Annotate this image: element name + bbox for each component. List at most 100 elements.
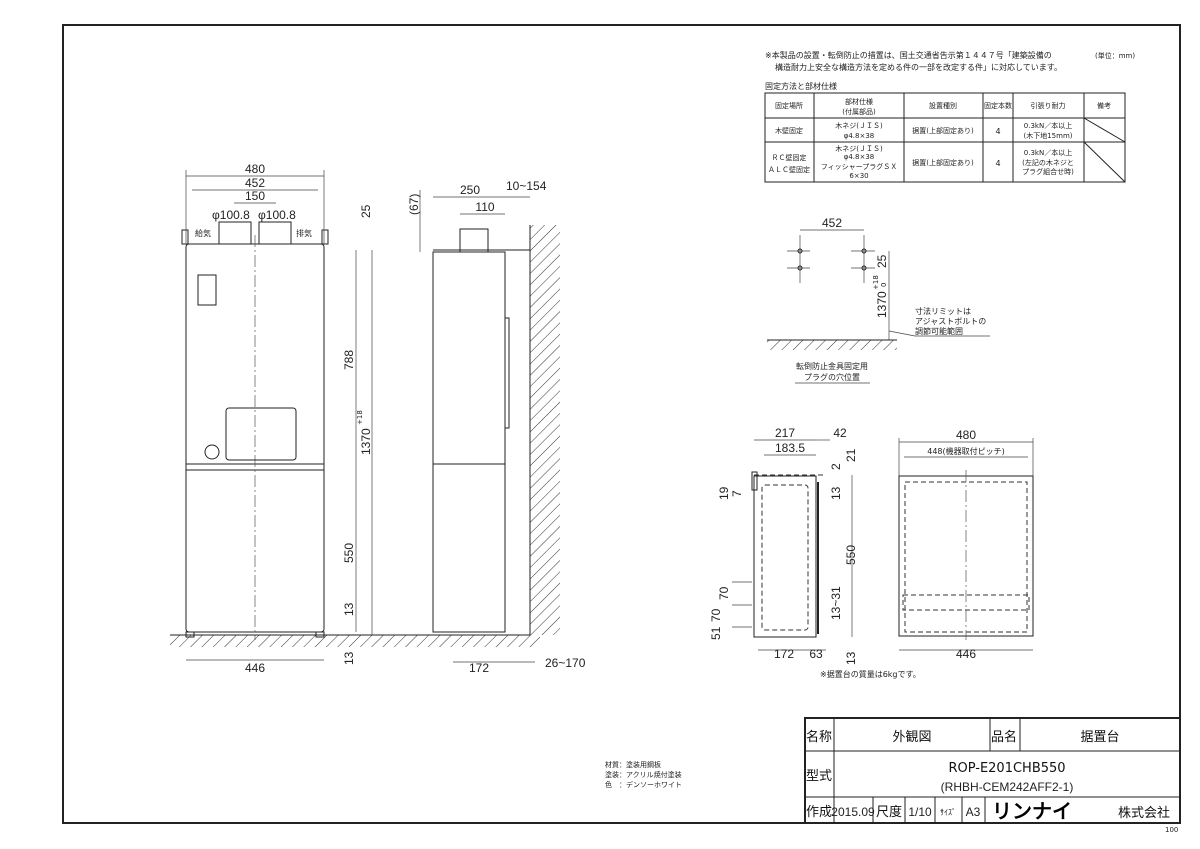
stand-dim-19: 19 [717, 486, 731, 500]
dim-diameter-exhaust: φ100.8 [258, 208, 296, 222]
stand-front-dim-448: 448(機器取付ピッチ) [927, 446, 1005, 456]
row2-strength: 0.3kN／本以上 [1024, 148, 1072, 157]
row2-place-rc: ＲＣ壁固定 [772, 153, 807, 162]
material-note: 材質：塗装用鋼板 [605, 760, 661, 769]
header-count: 固定本数 [984, 101, 1012, 110]
stand-front-dim-446: 446 [956, 647, 976, 661]
regulation-note-line2: 構造耐力上安全な構造方法を定める件の一部を改定する件」に対応しています。 [775, 62, 1062, 72]
row1-strength: 0.3kN／本以上 [1024, 121, 1072, 130]
dim-550: 550 [342, 543, 356, 563]
dim-1370: 1370 [359, 428, 373, 455]
product-value: 据置台 [1080, 730, 1119, 745]
side-view: 250 110 10~154 (67) 172 26~170 [407, 179, 586, 675]
product-label: 品名 [991, 729, 1017, 745]
stand-dim-63: 63 [809, 647, 823, 661]
coating-note: 塗装：アクリル焼付塗装 [605, 770, 682, 779]
fixing-table-title: 固定方法と部材仕様 [765, 81, 837, 91]
model-sub-value: (RHBH-CEM242AFF2-1) [941, 780, 1074, 794]
scale-value: 1/10 [908, 805, 932, 819]
row2-strength-note1: (左記の木ネジと [1022, 158, 1074, 167]
dim-13: 13 [342, 602, 356, 616]
plug-dim-452: 452 [822, 216, 842, 230]
regulation-notes: ※本製品の設置・転倒防止の措置は、国土交通省告示第１４４７号「建築設備の 構造耐… [765, 50, 1135, 91]
limit-note-line1: 寸法リミットは [915, 306, 971, 316]
dim-480: 480 [245, 162, 265, 176]
company-suffix: 株式会社 [1118, 805, 1170, 821]
plug-dim-25: 25 [875, 254, 889, 268]
limit-note-line3: 調節可能範囲 [915, 326, 963, 336]
stand-dim-550: 550 [844, 545, 858, 565]
row2-place-alc: ＡＬＣ壁固定 [768, 165, 810, 174]
dim-diameter-intake: φ100.8 [212, 208, 250, 222]
row2-spec-size: φ4.8×38 [844, 153, 875, 161]
color-note: 色 ：デンソーホワイト [605, 780, 682, 789]
stand-side-view: 217 183.5 42 21 2 19 7 13 550 13~31 70 7… [709, 426, 921, 679]
front-view: 480 452 150 φ100.8 φ100.8 給気 排気 25 788 1… [170, 162, 540, 675]
dim-250: 250 [460, 183, 480, 197]
row2-type: 据置(上部固定あり) [912, 158, 974, 167]
stand-dim-183-5: 183.5 [775, 441, 805, 455]
dim-1370-tolerance: +18 [356, 410, 364, 425]
stand-dim-21: 21 [844, 448, 858, 462]
stand-dim-2: 2 [829, 463, 843, 470]
dim-25: 25 [359, 204, 373, 218]
row1-place: 木壁固定 [775, 126, 803, 135]
material-notes: 材質：塗装用鋼板 塗装：アクリル焼付塗装 色 ：デンソーホワイト [605, 760, 682, 789]
scale-label: 尺度 [876, 804, 902, 820]
stand-dim-13-31: 13~31 [829, 586, 843, 620]
intake-label: 給気 [195, 228, 211, 238]
dim-150: 150 [245, 189, 265, 203]
limit-note-line2: アジャストボルトの [915, 317, 986, 326]
dim-172: 172 [469, 661, 489, 675]
sheet-border [62, 24, 1181, 824]
header-spec-sub: (付属部品) [842, 107, 876, 116]
size-value: A3 [966, 805, 981, 819]
plug-caption-line2: プラグの穴位置 [804, 372, 860, 382]
plug-hole-detail: 452 25 1370 +18 0 寸法リミットは アジャストボルトの 調節可能… [767, 216, 990, 384]
name-value: 外観図 [892, 730, 931, 745]
stand-dim-172: 172 [774, 647, 794, 661]
dim-110: 110 [475, 200, 494, 214]
header-spec: 部材仕様 [845, 97, 873, 106]
model-value: ROP-E201CHB550 [948, 761, 1065, 776]
plug-dim-tolerance: +18 [872, 275, 880, 290]
header-type: 設置種別 [929, 101, 957, 110]
stand-dim-42: 42 [833, 426, 847, 440]
sheet-number: 100 [1165, 826, 1178, 834]
stand-front-dim-480: 480 [956, 428, 976, 442]
dim-788: 788 [342, 350, 356, 370]
stand-dim-7: 7 [730, 490, 744, 497]
plug-dim-tolerance-lower: 0 [880, 283, 888, 287]
name-label: 名称 [806, 729, 832, 745]
header-place: 固定場所 [775, 101, 803, 110]
header-strength: 引張り耐力 [1031, 101, 1066, 110]
dim-26-170: 26~170 [545, 656, 586, 670]
dim-446: 446 [245, 661, 265, 675]
created-value: 2015.09 [831, 805, 875, 819]
regulation-note-line1: ※本製品の設置・転倒防止の措置は、国土交通省告示第１４４７号「建築設備の [765, 50, 1052, 60]
row2-count: 4 [995, 159, 1000, 168]
row1-type: 据置(上部固定あり) [912, 126, 974, 135]
dim-13-bottom: 13 [342, 651, 356, 665]
model-label: 型式 [806, 769, 832, 784]
stand-weight-note: ※据置台の質量は6kgです。 [820, 669, 921, 679]
stand-front-view: 480 448(機器取付ピッチ) 446 [898, 428, 1034, 661]
row2-spec: 木ネジ(ＪＩＳ) [835, 144, 883, 153]
row2-spec-plug-size: 6×30 [849, 172, 868, 180]
stand-dim-217: 217 [775, 426, 795, 440]
unit-note: (単位：mm) [1095, 51, 1135, 60]
dim-452: 452 [245, 176, 265, 190]
plug-caption-line1: 転倒防止金具固定用 [796, 361, 868, 371]
fixing-table: 固定場所 部材仕様 (付属部品) 設置種別 固定本数 引張り耐力 備考 木壁固定… [764, 92, 1126, 183]
row1-count: 4 [995, 127, 1000, 136]
stand-dim-13: 13 [829, 486, 843, 500]
title-block: 名称 外観図 品名 据置台 型式 ROP-E201CHB550 (RHBH-CE… [804, 717, 1181, 824]
row1-strength-note: (木下地15mm) [1023, 131, 1072, 140]
dim-67: (67) [407, 194, 421, 215]
header-remarks: 備考 [1097, 101, 1111, 110]
stand-dim-70-lower: 70 [709, 608, 723, 622]
exhaust-label: 排気 [296, 228, 312, 238]
row2-strength-note2: プラグ組合せ時) [1022, 167, 1074, 176]
stand-dim-13-bottom: 13 [844, 651, 858, 665]
